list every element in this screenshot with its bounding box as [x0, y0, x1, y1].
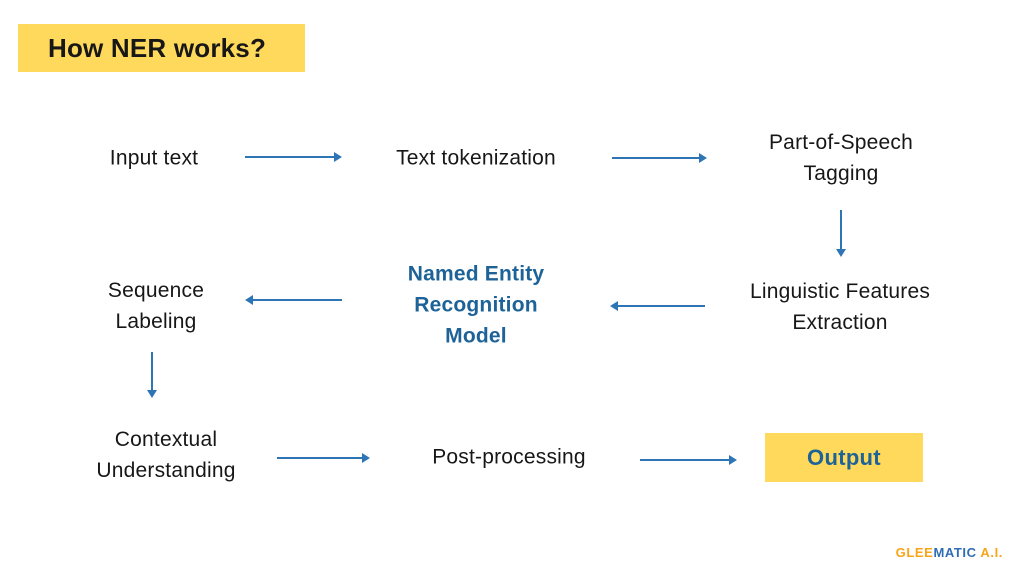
- node-ner-model: Named Entity Recognition Model: [408, 259, 545, 352]
- arrow-input-to-tokenization-icon: [245, 152, 342, 162]
- logo-text-glee: GLEE: [895, 545, 934, 560]
- node-label: Extraction: [792, 311, 888, 334]
- title-banner: How NER works?: [18, 24, 305, 72]
- node-label: Recognition: [414, 293, 538, 317]
- arrow-postprocessing-to-output-icon: [640, 455, 737, 465]
- gleematic-logo: GLEEMATIC A.I.: [896, 545, 1003, 560]
- node-label: Labeling: [115, 310, 197, 333]
- node-label: Post-processing: [432, 445, 586, 469]
- node-label: Named Entity: [407, 262, 545, 286]
- page-title: How NER works?: [48, 32, 267, 63]
- node-linguistic-features: Linguistic Features Extraction: [750, 276, 930, 338]
- arrow-tokenization-to-pos-icon: [612, 153, 707, 163]
- logo-text-ai: A.I.: [976, 545, 1003, 560]
- node-post-processing: Post-processing: [432, 442, 586, 473]
- node-input-text: Input text: [110, 143, 198, 174]
- arrow-pos-to-linguistic-icon: [836, 210, 846, 257]
- node-label: Linguistic Features: [749, 280, 931, 303]
- node-label: Tagging: [803, 162, 879, 185]
- node-label: Contextual: [114, 428, 218, 451]
- logo-text-matic: MATIC: [933, 545, 977, 560]
- arrow-ner-to-sequence-icon: [245, 295, 342, 305]
- output-box: Output: [765, 433, 923, 482]
- arrow-sequence-to-contextual-icon: [147, 352, 157, 398]
- node-label: Part-of-Speech: [768, 131, 914, 154]
- node-sequence-labeling: Sequence Labeling: [108, 275, 204, 337]
- node-contextual-understanding: Contextual Understanding: [96, 424, 235, 486]
- node-label: Input text: [109, 146, 199, 170]
- arrow-contextual-to-postprocessing-icon: [277, 453, 370, 463]
- arrow-linguistic-to-ner-icon: [610, 301, 705, 311]
- node-output: Output: [807, 444, 881, 470]
- node-pos-tagging: Part-of-Speech Tagging: [769, 127, 913, 189]
- node-label: Model: [445, 324, 507, 348]
- node-label: Sequence: [107, 279, 205, 302]
- node-label: Text tokenization: [396, 146, 556, 170]
- node-text-tokenization: Text tokenization: [396, 143, 556, 174]
- node-label: Understanding: [96, 459, 236, 482]
